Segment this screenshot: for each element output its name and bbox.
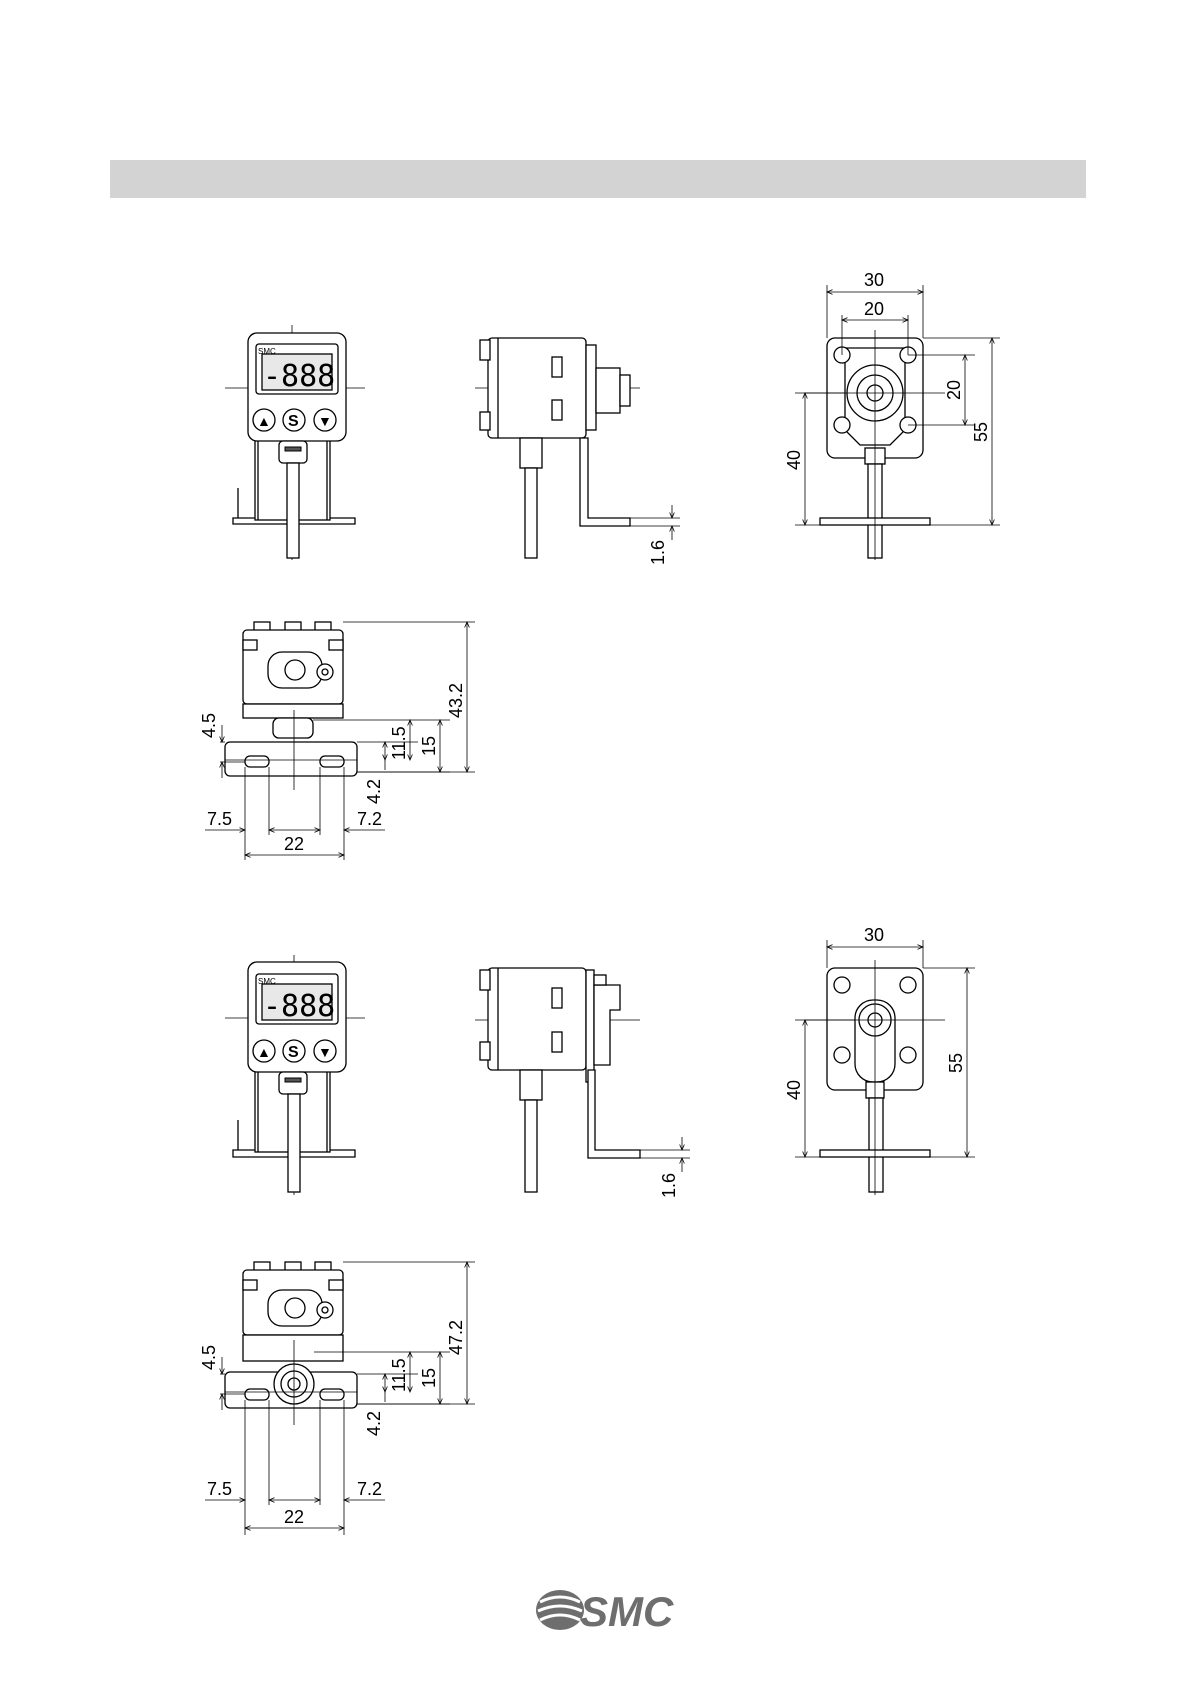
down-button-icon: ▼ bbox=[318, 413, 332, 429]
display-brand-label-2: SMC bbox=[258, 977, 276, 986]
dim-bottom-22-2: 22 bbox=[284, 1507, 304, 1527]
display-digits-2: -888 bbox=[263, 989, 335, 1024]
dim-rear-height-55-2: 55 bbox=[946, 1053, 966, 1073]
rear-view-1: 30 20 20 55 40 bbox=[784, 270, 1000, 560]
dim-bottom-7-2-2: 7.2 bbox=[357, 1479, 382, 1499]
dim-bottom-22-1: 22 bbox=[284, 834, 304, 854]
down-button-icon-2: ▼ bbox=[318, 1044, 332, 1060]
dim-rear-hole-vertical-1: 20 bbox=[944, 380, 964, 400]
front-view-2: SMC -888 ▲ S ▼ bbox=[225, 955, 365, 1195]
dim-rear-width-1: 30 bbox=[864, 270, 884, 290]
dim-side-thickness-2: 1.6 bbox=[659, 1173, 679, 1198]
smc-logo: SMC bbox=[536, 1588, 674, 1635]
side-view-1: 1.6 bbox=[475, 338, 680, 565]
dim-bottom-height-2: 47.2 bbox=[446, 1320, 466, 1355]
side-view-2: 1.6 bbox=[475, 968, 690, 1198]
dim-bottom-4-5-1: 4.5 bbox=[199, 713, 219, 738]
dim-bottom-4-5-2: 4.5 bbox=[199, 1345, 219, 1370]
dim-bottom-15-2: 15 bbox=[419, 1368, 439, 1388]
dim-bottom-7-5-1: 7.5 bbox=[207, 809, 232, 829]
up-button-icon: ▲ bbox=[257, 413, 271, 429]
dim-side-thickness-1: 1.6 bbox=[648, 540, 668, 565]
bottom-view-2: 47.2 15 11.5 4.2 4.5 7.5 7.2 22 bbox=[199, 1262, 475, 1535]
logo-text: SMC bbox=[580, 1588, 674, 1635]
dim-rear-height-55-1: 55 bbox=[971, 422, 991, 442]
dim-rear-height-40-1: 40 bbox=[784, 450, 804, 470]
dim-rear-hole-spacing-1: 20 bbox=[864, 299, 884, 319]
dim-bottom-4-2-2: 4.2 bbox=[364, 1411, 384, 1436]
display-brand-label: SMC bbox=[258, 347, 276, 356]
dim-bottom-7-5-2: 7.5 bbox=[207, 1479, 232, 1499]
dim-bottom-11-5-1: 11.5 bbox=[389, 726, 409, 760]
dim-bottom-15-1: 15 bbox=[419, 736, 439, 756]
set-button-label-2: S bbox=[288, 1044, 299, 1061]
front-view-1: SMC -888 ▲ S ▼ bbox=[225, 325, 365, 560]
bottom-view-1: 43.2 15 11.5 4.2 4.5 7.5 7.2 22 bbox=[199, 622, 475, 860]
display-digits: -888 bbox=[263, 359, 335, 394]
dim-rear-height-40-2: 40 bbox=[784, 1080, 804, 1100]
dim-rear-width-2: 30 bbox=[864, 925, 884, 945]
dim-bottom-4-2-1: 4.2 bbox=[364, 779, 384, 804]
set-button-label: S bbox=[288, 413, 299, 430]
up-button-icon-2: ▲ bbox=[257, 1044, 271, 1060]
rear-view-2: 30 55 40 bbox=[784, 925, 975, 1195]
dim-bottom-height-1: 43.2 bbox=[446, 683, 466, 718]
dim-bottom-11-5-2: 11.5 bbox=[389, 1358, 409, 1392]
dim-bottom-7-2-1: 7.2 bbox=[357, 809, 382, 829]
